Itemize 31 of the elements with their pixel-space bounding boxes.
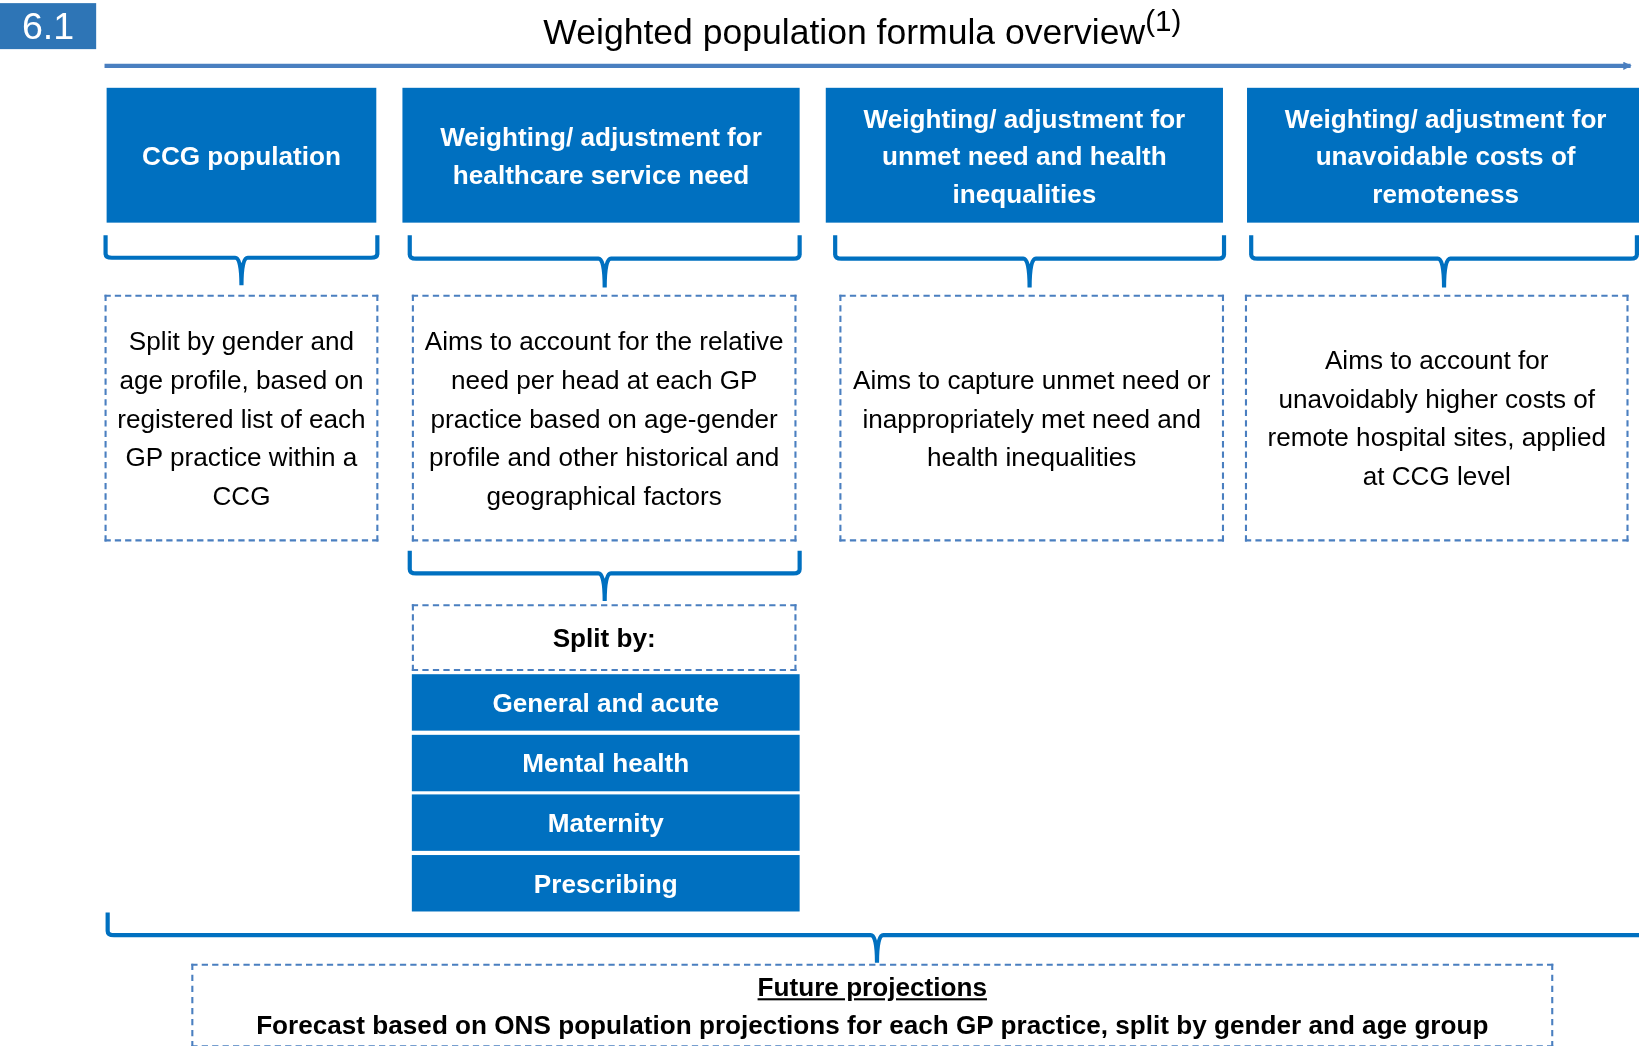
description-text: Split by gender and age profile, based on registered list of each GP practice within a CCG xyxy=(116,324,367,512)
box-text: Prescribing xyxy=(533,867,678,900)
box-text: CCG population xyxy=(142,139,341,172)
box-text: Mental health xyxy=(522,747,690,780)
description-text: Aims to account for the relative need per head at each GP practice based on age-gender profile and other historical and geographical factors xyxy=(423,324,785,512)
description-box xyxy=(1244,294,1629,542)
description-box xyxy=(411,294,797,542)
section-number: 6.1 xyxy=(0,3,97,50)
category-box xyxy=(106,87,377,223)
description-box xyxy=(191,963,1554,1046)
category-box xyxy=(1247,87,1639,223)
heading-text: Split by: xyxy=(552,621,656,654)
description-text: Aims to account for unavoidably higher costs of remote hospital sites, applied at CCG level xyxy=(1266,343,1607,493)
description-text: Forecast based on ONS population projections for each GP practice, split by gender and age group xyxy=(256,1008,1489,1041)
category-box xyxy=(411,855,800,912)
box-text: Weighting/ adjustment for healthcare service need xyxy=(439,120,763,191)
category-box xyxy=(825,87,1223,223)
title: Weighted population formula overview$^{(1)}$ xyxy=(542,4,1183,53)
description-text: Aims to capture unmet need or inappropriately met need and health inequalities xyxy=(852,363,1212,473)
category-box xyxy=(411,674,800,731)
description-box xyxy=(411,604,797,672)
box-text: Maternity xyxy=(547,807,664,840)
description-box xyxy=(839,294,1224,542)
box-text: General and acute xyxy=(492,686,719,720)
heading-text: Future projections xyxy=(757,971,987,1004)
description-box xyxy=(104,294,379,542)
category-box xyxy=(402,87,800,223)
box-text: Weighting/ adjustment for unavoidable costs of remoteness xyxy=(1283,101,1608,210)
category-box xyxy=(411,794,800,851)
box-text: Weighting/ adjustment for unmet need and health inequalities xyxy=(862,101,1187,210)
category-box xyxy=(411,734,800,792)
